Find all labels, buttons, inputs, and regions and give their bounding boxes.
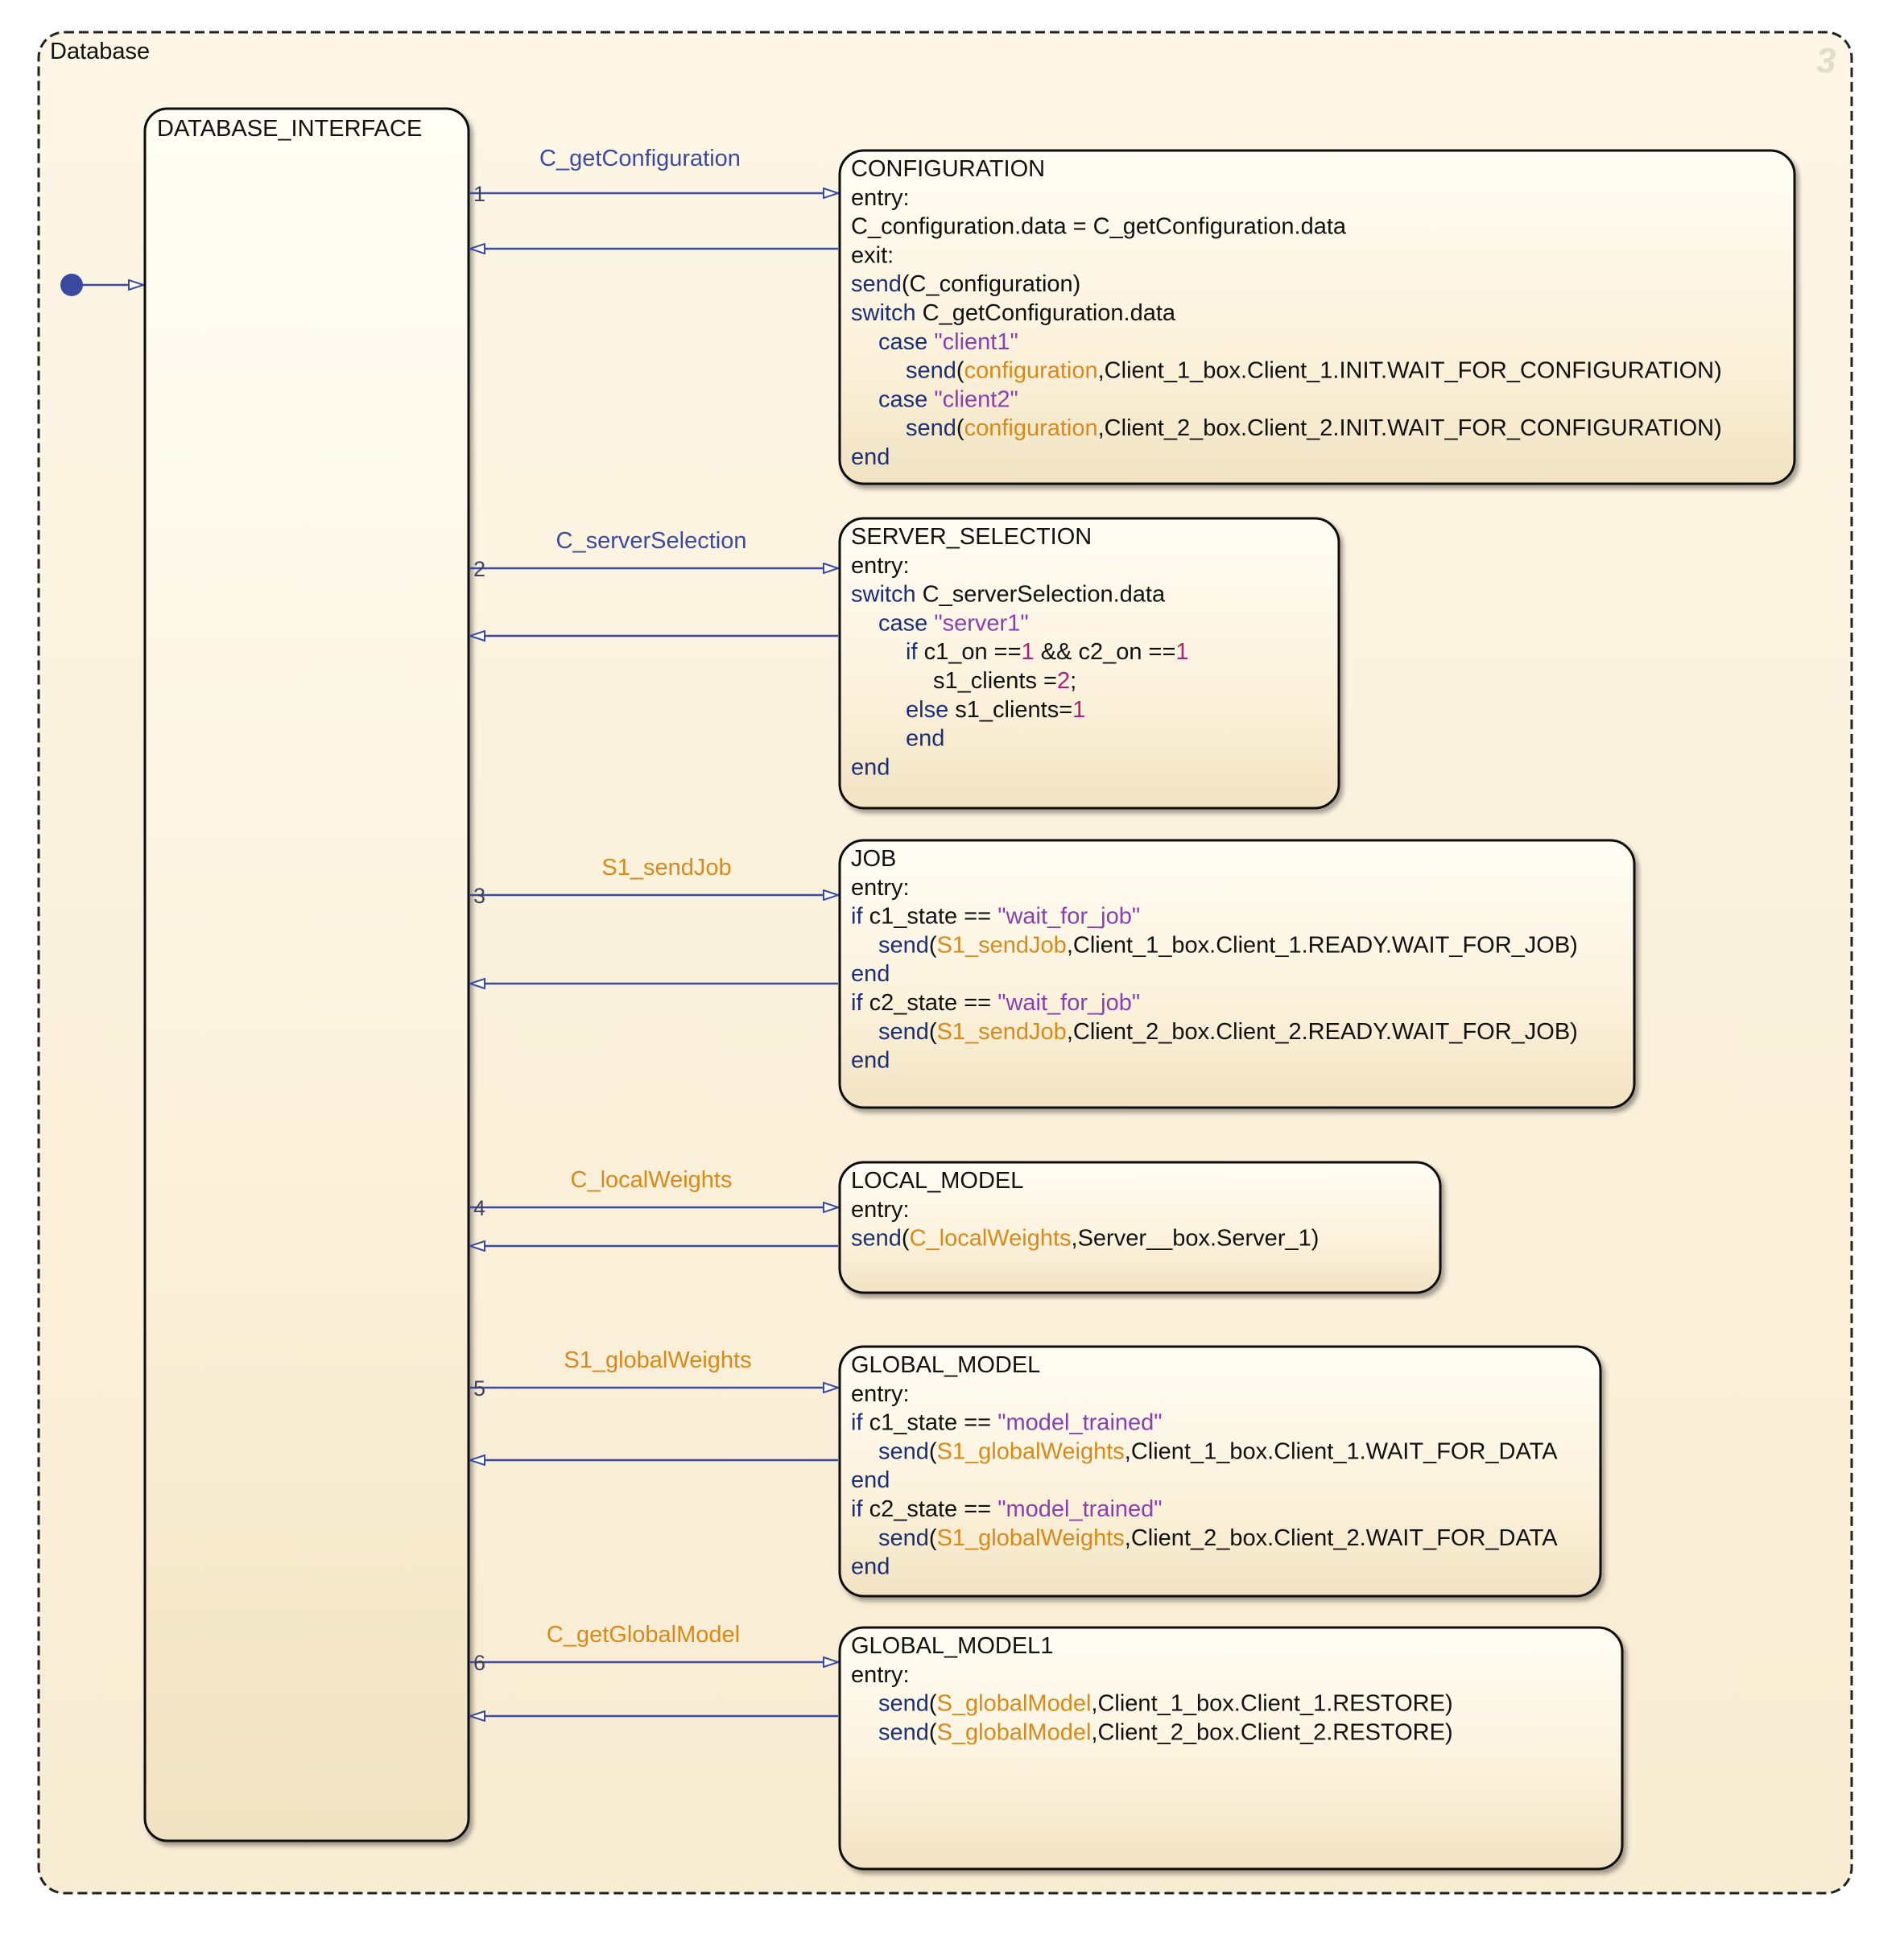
state-action-line: entry: (851, 875, 910, 901)
state-action-line: entry: (851, 553, 910, 579)
state-action-line: if c2_state == "model_trained" (851, 1496, 1163, 1522)
transition-order-number: 1 (473, 182, 485, 206)
transition-order-number: 2 (473, 557, 485, 581)
transition-label[interactable]: C_getConfiguration (539, 146, 741, 171)
state-action-line: case "server1" (878, 610, 1029, 636)
transition-order-number: 3 (473, 884, 485, 908)
state-server-selection[interactable]: SERVER_SELECTION entry: switch C_serverSel… (838, 517, 1340, 810)
state-action-line: send(C_configuration) (851, 271, 1080, 297)
transition-4[interactable]: 4 C_localWeights (470, 1167, 838, 1246)
state-box[interactable] (838, 149, 1796, 485)
transition-label[interactable]: C_getGlobalModel (547, 1622, 740, 1648)
state-global-model1[interactable]: GLOBAL_MODEL1 entry: send(S_globalModel,Cl… (838, 1626, 1624, 1871)
state-local-model[interactable]: LOCAL_MODEL entry: send(C_localWeights,Ser… (838, 1161, 1442, 1294)
state-action-line: send(configuration,Client_1_box.Client_1… (906, 358, 1722, 384)
transition-6[interactable]: 6 C_getGlobalModel (470, 1622, 838, 1716)
state-action-line: end (906, 726, 944, 752)
chart-badge-number: 3 (1816, 41, 1836, 80)
transition-label[interactable]: S1_globalWeights (564, 1347, 751, 1373)
transition-order-number: 6 (473, 1651, 485, 1675)
transition-2[interactable]: 2 C_serverSelection (470, 528, 838, 636)
state-action-line: case "client1" (878, 329, 1018, 355)
database-interface-state[interactable] (143, 107, 470, 1842)
transition-label[interactable]: C_serverSelection (556, 528, 747, 554)
state-action-line: send(S1_globalWeights,Client_1_box.Clien… (878, 1438, 1558, 1464)
state-action-line: if c2_state == "wait_for_job" (851, 990, 1140, 1016)
state-action-line: switch C_getConfiguration.data (851, 300, 1176, 326)
state-action-line: send(S1_globalWeights,Client_2_box.Clien… (878, 1525, 1558, 1551)
state-action-line: exit: (851, 242, 894, 268)
state-action-line: send(S1_sendJob,Client_2_box.Client_2.RE… (878, 1019, 1578, 1045)
states-layer: CONFIGURATION entry: C_configuration.data … (838, 149, 1796, 1871)
state-action-line: send(configuration,Client_2_box.Client_2… (906, 415, 1722, 441)
state-action-line: switch C_serverSelection.data (851, 582, 1166, 608)
transition-label[interactable]: S1_sendJob (601, 855, 731, 881)
transition-label[interactable]: C_localWeights (571, 1167, 733, 1193)
state-action-line: send(S_globalModel,Client_2_box.Client_2… (878, 1719, 1453, 1745)
database-interface-label: DATABASE_INTERFACE (157, 116, 422, 142)
transitions-layer: 1C_getConfiguration2C_serverSelection3S1… (470, 146, 838, 1716)
state-action-line: s1_clients =2; (933, 668, 1076, 694)
state-action-line: case "client2" (878, 386, 1018, 412)
database-chart-title: Database (50, 39, 150, 64)
state-action-line: send(C_localWeights,Server__box.Server_1… (851, 1226, 1319, 1252)
state-name: GLOBAL_MODEL (851, 1352, 1040, 1378)
state-global-model[interactable]: GLOBAL_MODEL entry: if c1_state == "model_… (838, 1345, 1602, 1598)
state-name: SERVER_SELECTION (851, 524, 1092, 550)
state-box[interactable] (838, 517, 1340, 810)
state-name: GLOBAL_MODEL1 (851, 1633, 1053, 1659)
transition-order-number: 5 (473, 1376, 485, 1401)
state-action-line: end (851, 961, 890, 987)
transition-3[interactable]: 3 S1_sendJob (470, 855, 838, 984)
state-action-line: if c1_on ==1 && c2_on ==1 (906, 639, 1189, 665)
state-action-line: entry: (851, 1197, 910, 1223)
state-action-line: entry: (851, 1662, 910, 1688)
state-action-line: entry: (851, 185, 910, 211)
transition-1[interactable]: 1 C_getConfiguration (470, 146, 838, 249)
state-action-line: if c1_state == "model_trained" (851, 1410, 1163, 1436)
state-action-line: end (851, 754, 890, 780)
state-action-line: send(S_globalModel,Client_1_box.Client_1… (878, 1691, 1453, 1717)
state-action-line: else s1_clients=1 (906, 697, 1085, 723)
transition-5[interactable]: 5 S1_globalWeights (470, 1347, 838, 1460)
state-action-line: end (851, 444, 890, 470)
state-action-line: if c1_state == "wait_for_job" (851, 904, 1140, 930)
state-action-line: C_configuration.data = C_getConfiguratio… (851, 214, 1347, 240)
default-transition-dot (60, 274, 83, 296)
transition-order-number: 4 (473, 1196, 485, 1220)
state-action-line: end (851, 1554, 890, 1580)
state-action-line: entry: (851, 1381, 910, 1407)
state-configuration[interactable]: CONFIGURATION entry: C_configuration.data … (838, 149, 1796, 485)
state-action-line: end (851, 1048, 890, 1074)
state-box[interactable] (838, 1626, 1624, 1871)
state-action-line: end (851, 1467, 890, 1493)
state-box[interactable] (838, 1161, 1442, 1294)
state-box[interactable] (838, 839, 1636, 1109)
state-name: CONFIGURATION (851, 156, 1045, 182)
state-box[interactable] (838, 1345, 1602, 1598)
state-name: LOCAL_MODEL (851, 1168, 1023, 1194)
state-action-line: send(S1_sendJob,Client_1_box.Client_1.RE… (878, 932, 1578, 958)
state-name: JOB (851, 846, 896, 872)
